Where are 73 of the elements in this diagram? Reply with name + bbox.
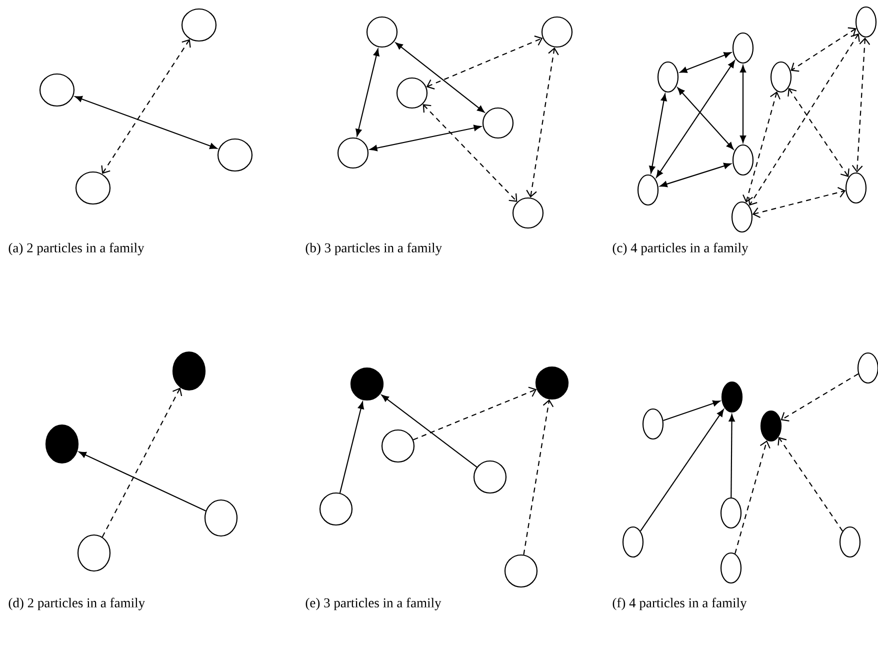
circle — [512, 197, 544, 229]
arrow — [356, 48, 380, 136]
circle — [482, 107, 514, 139]
arrow — [742, 91, 780, 203]
caption: (a) 2 particles in a family — [8, 242, 144, 256]
circle — [657, 61, 679, 93]
arrow — [663, 400, 720, 421]
arrow — [780, 373, 859, 422]
circle — [217, 138, 253, 172]
circle — [622, 526, 644, 558]
arrow — [523, 399, 554, 555]
filled-circle — [350, 367, 384, 401]
circle — [642, 408, 664, 440]
arrow — [413, 386, 537, 440]
circle — [39, 73, 75, 107]
arrow — [680, 52, 732, 73]
circle — [204, 499, 238, 537]
arrow — [640, 409, 724, 532]
circle — [366, 16, 398, 48]
arrow — [677, 87, 734, 150]
arrow — [728, 414, 735, 498]
circle — [504, 554, 538, 588]
circle — [77, 534, 111, 572]
arrow — [526, 47, 559, 198]
arrow — [788, 88, 850, 177]
caption: (b) 3 particles in a family — [306, 242, 442, 256]
circle — [731, 201, 753, 233]
circle — [75, 171, 111, 205]
circle — [732, 32, 754, 64]
arrow — [852, 37, 870, 172]
arrow — [752, 186, 846, 218]
caption: (e) 3 particles in a family — [306, 598, 442, 610]
arrow — [740, 65, 746, 143]
arrow — [370, 124, 482, 152]
arrow — [101, 39, 191, 174]
caption: (d) 2 particles in a family — [8, 598, 145, 610]
circle — [541, 16, 573, 48]
circle — [839, 526, 861, 558]
arrow — [422, 104, 518, 202]
filled-circle — [535, 366, 569, 400]
arrow — [656, 60, 735, 178]
circle — [845, 172, 867, 204]
arrow — [381, 394, 478, 468]
circle — [720, 552, 742, 584]
circle — [473, 460, 507, 494]
arrow — [660, 162, 732, 188]
arrow — [734, 440, 770, 554]
arrow — [102, 388, 182, 538]
arrow — [74, 96, 218, 150]
arrow — [426, 36, 543, 90]
arrow — [778, 436, 843, 532]
filled-circle — [760, 410, 782, 442]
arrow — [748, 33, 860, 206]
arrow — [339, 402, 364, 494]
arrow — [649, 94, 667, 174]
caption: (f) 4 particles in a family — [612, 598, 747, 610]
filled-circle — [721, 381, 743, 413]
circle — [337, 137, 369, 169]
caption: (c) 4 particles in a family — [612, 242, 748, 256]
circle — [381, 429, 415, 463]
arrow — [790, 27, 856, 72]
circle — [319, 492, 353, 526]
circle — [732, 144, 754, 176]
filled-circle — [172, 351, 206, 391]
circle — [181, 8, 217, 42]
circle — [637, 174, 659, 206]
circle — [855, 6, 877, 38]
filled-circle — [45, 424, 79, 464]
arrow — [395, 42, 485, 113]
circle — [720, 497, 742, 529]
arrow — [78, 452, 206, 512]
circle — [770, 61, 792, 93]
circle — [396, 77, 428, 109]
